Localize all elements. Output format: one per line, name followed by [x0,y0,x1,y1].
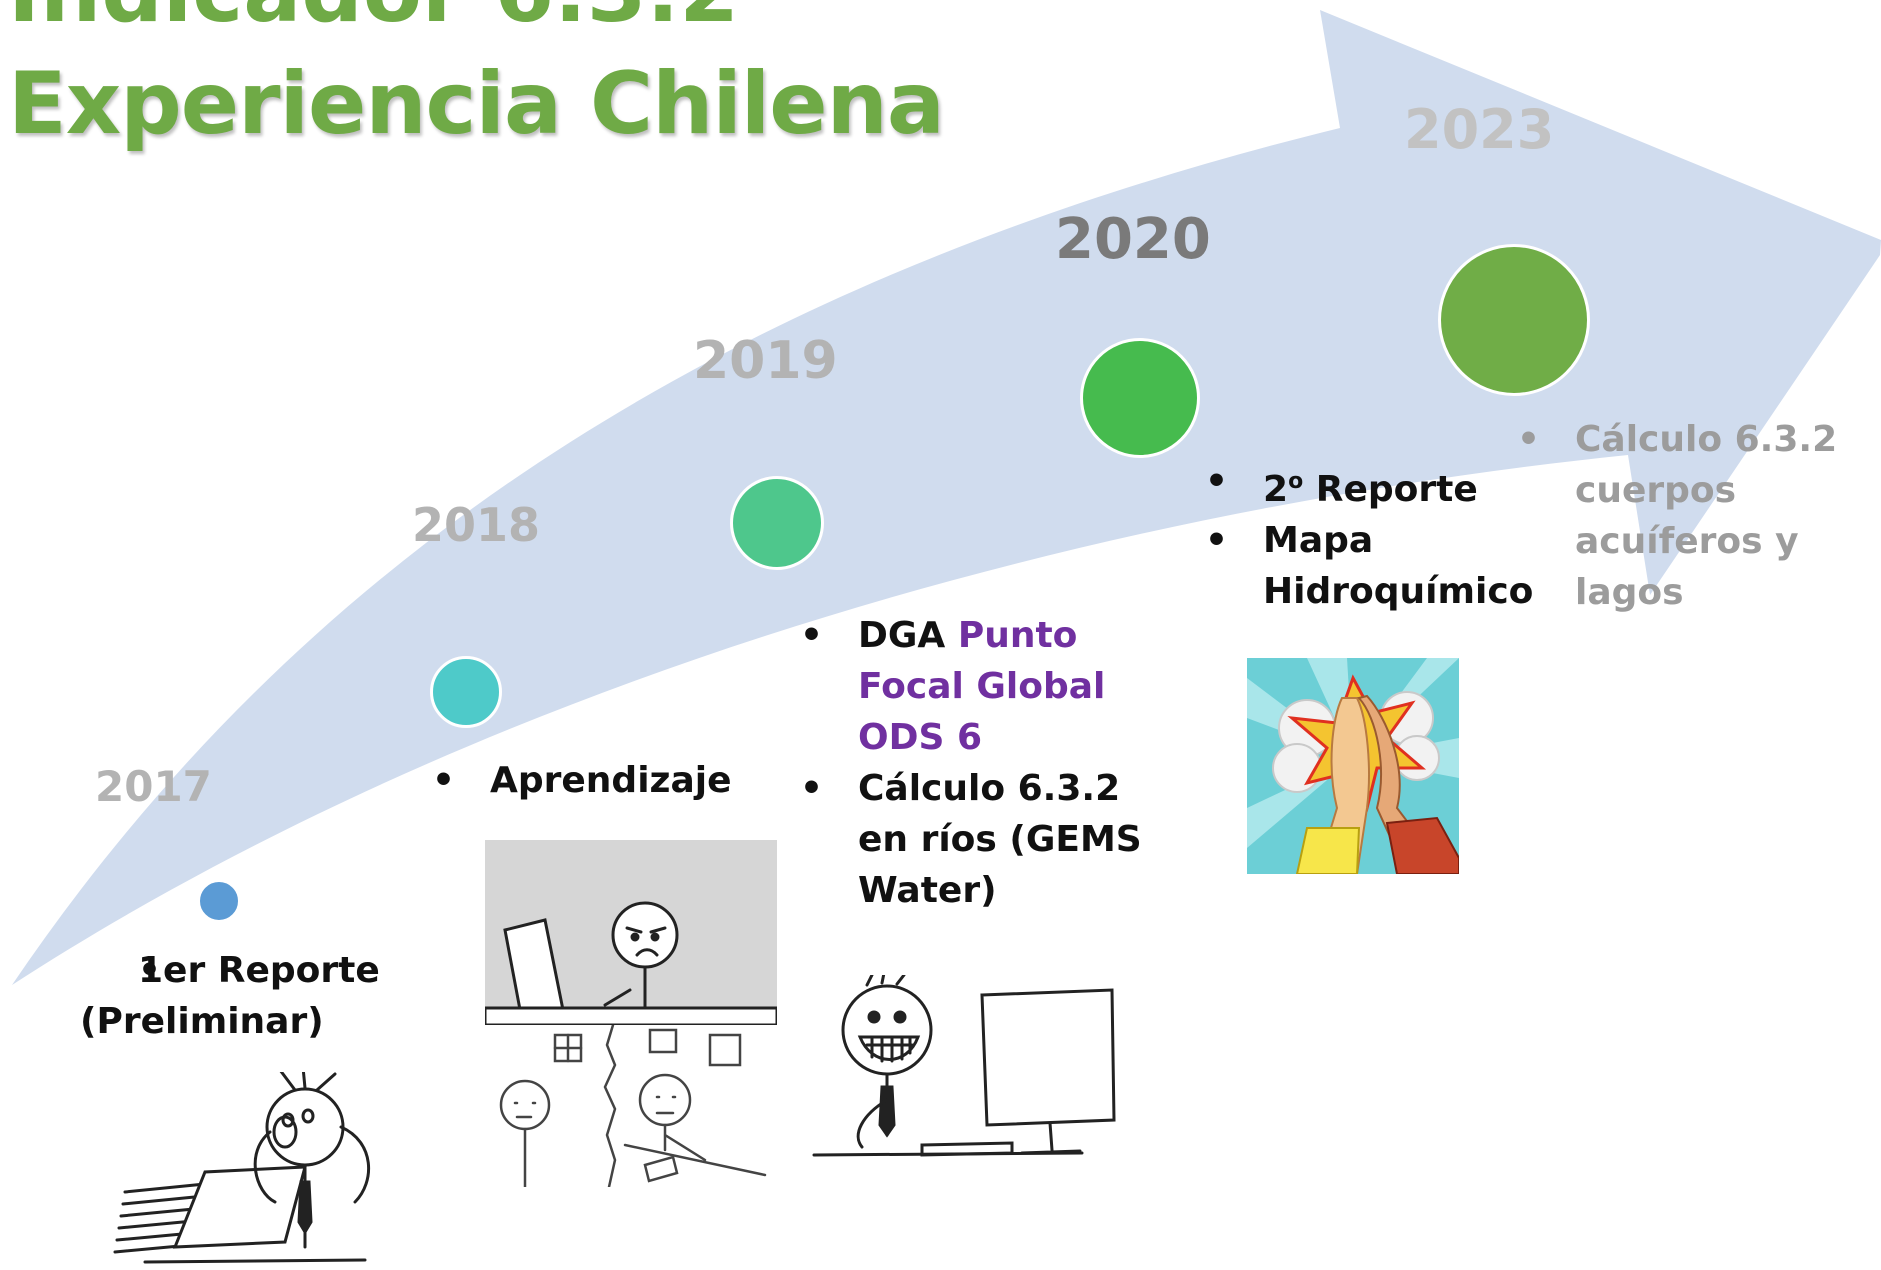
timeline-dot-2023 [1438,244,1590,396]
timeline-dot-2018 [430,656,502,728]
comic-panel-bottom [485,1025,777,1187]
year-2020: 2020 [1055,207,1211,272]
bullet-text-main: 2 [1263,469,1289,510]
year-2018: 2018 [412,498,541,552]
bullet-text: Mapa Hidroquímico [1263,520,1534,612]
illustration-high-five [1247,658,1459,874]
bullet-text: Cálculo 6.3.2 cuerpos acuíferos y lagos [1575,419,1838,613]
year-2019: 2019 [693,331,838,391]
bullet-item: 2o Reporte [1205,456,1535,515]
year-2023: 2023 [1404,98,1555,161]
bullet-text-rest: Reporte [1303,469,1478,510]
bullet-item: DGA Punto Focal Global ODS 6 [800,610,1170,763]
bullet-item: Cálculo 6.3.2 en ríos (GEMS Water) [800,763,1170,916]
bullet-text: 1er Reporte (Preliminar) [80,950,380,1042]
bullet-text: Aprendizaje [490,760,732,801]
timeline-dot-2020 [1080,338,1200,458]
bullet-item: 1er Reporte (Preliminar) [80,945,410,1047]
illustration-smiling-figure [812,975,1116,1157]
bullet-superscript: o [1288,469,1304,494]
bullets-2023: Cálculo 6.3.2 cuerpos acuíferos y lagos [1517,414,1877,618]
timeline-arrow-shape [12,10,1881,985]
bullets-2017: 1er Reporte (Preliminar) [80,945,410,1047]
illustration-shocked-figure [113,1072,371,1264]
bullet-item: Mapa Hidroquímico [1205,515,1535,617]
bullet-prefix: DGA [858,615,958,656]
illustration-comic-panels [485,840,777,1187]
bullet-text: Cálculo 6.3.2 en ríos (GEMS Water) [858,768,1142,911]
bullets-2018: Aprendizaje [432,755,762,806]
page-title: Experiencia Chilena [8,54,945,154]
bullet-item: Aprendizaje [432,755,762,806]
bullet-highlight: Punto Focal Global ODS 6 [858,615,1106,758]
bullets-2019: DGA Punto Focal Global ODS 6 Cálculo 6.3… [800,610,1170,916]
comic-panel-top [485,840,777,1025]
bullets-2020: 2o Reporte Mapa Hidroquímico [1205,456,1535,617]
year-2017: 2017 [95,762,212,811]
timeline-dot-2019 [730,476,824,570]
bullet-item: Cálculo 6.3.2 cuerpos acuíferos y lagos [1517,414,1877,618]
timeline-dot-2017 [197,879,241,923]
title-partial-line: Indicador 6.3.2 [8,0,739,42]
